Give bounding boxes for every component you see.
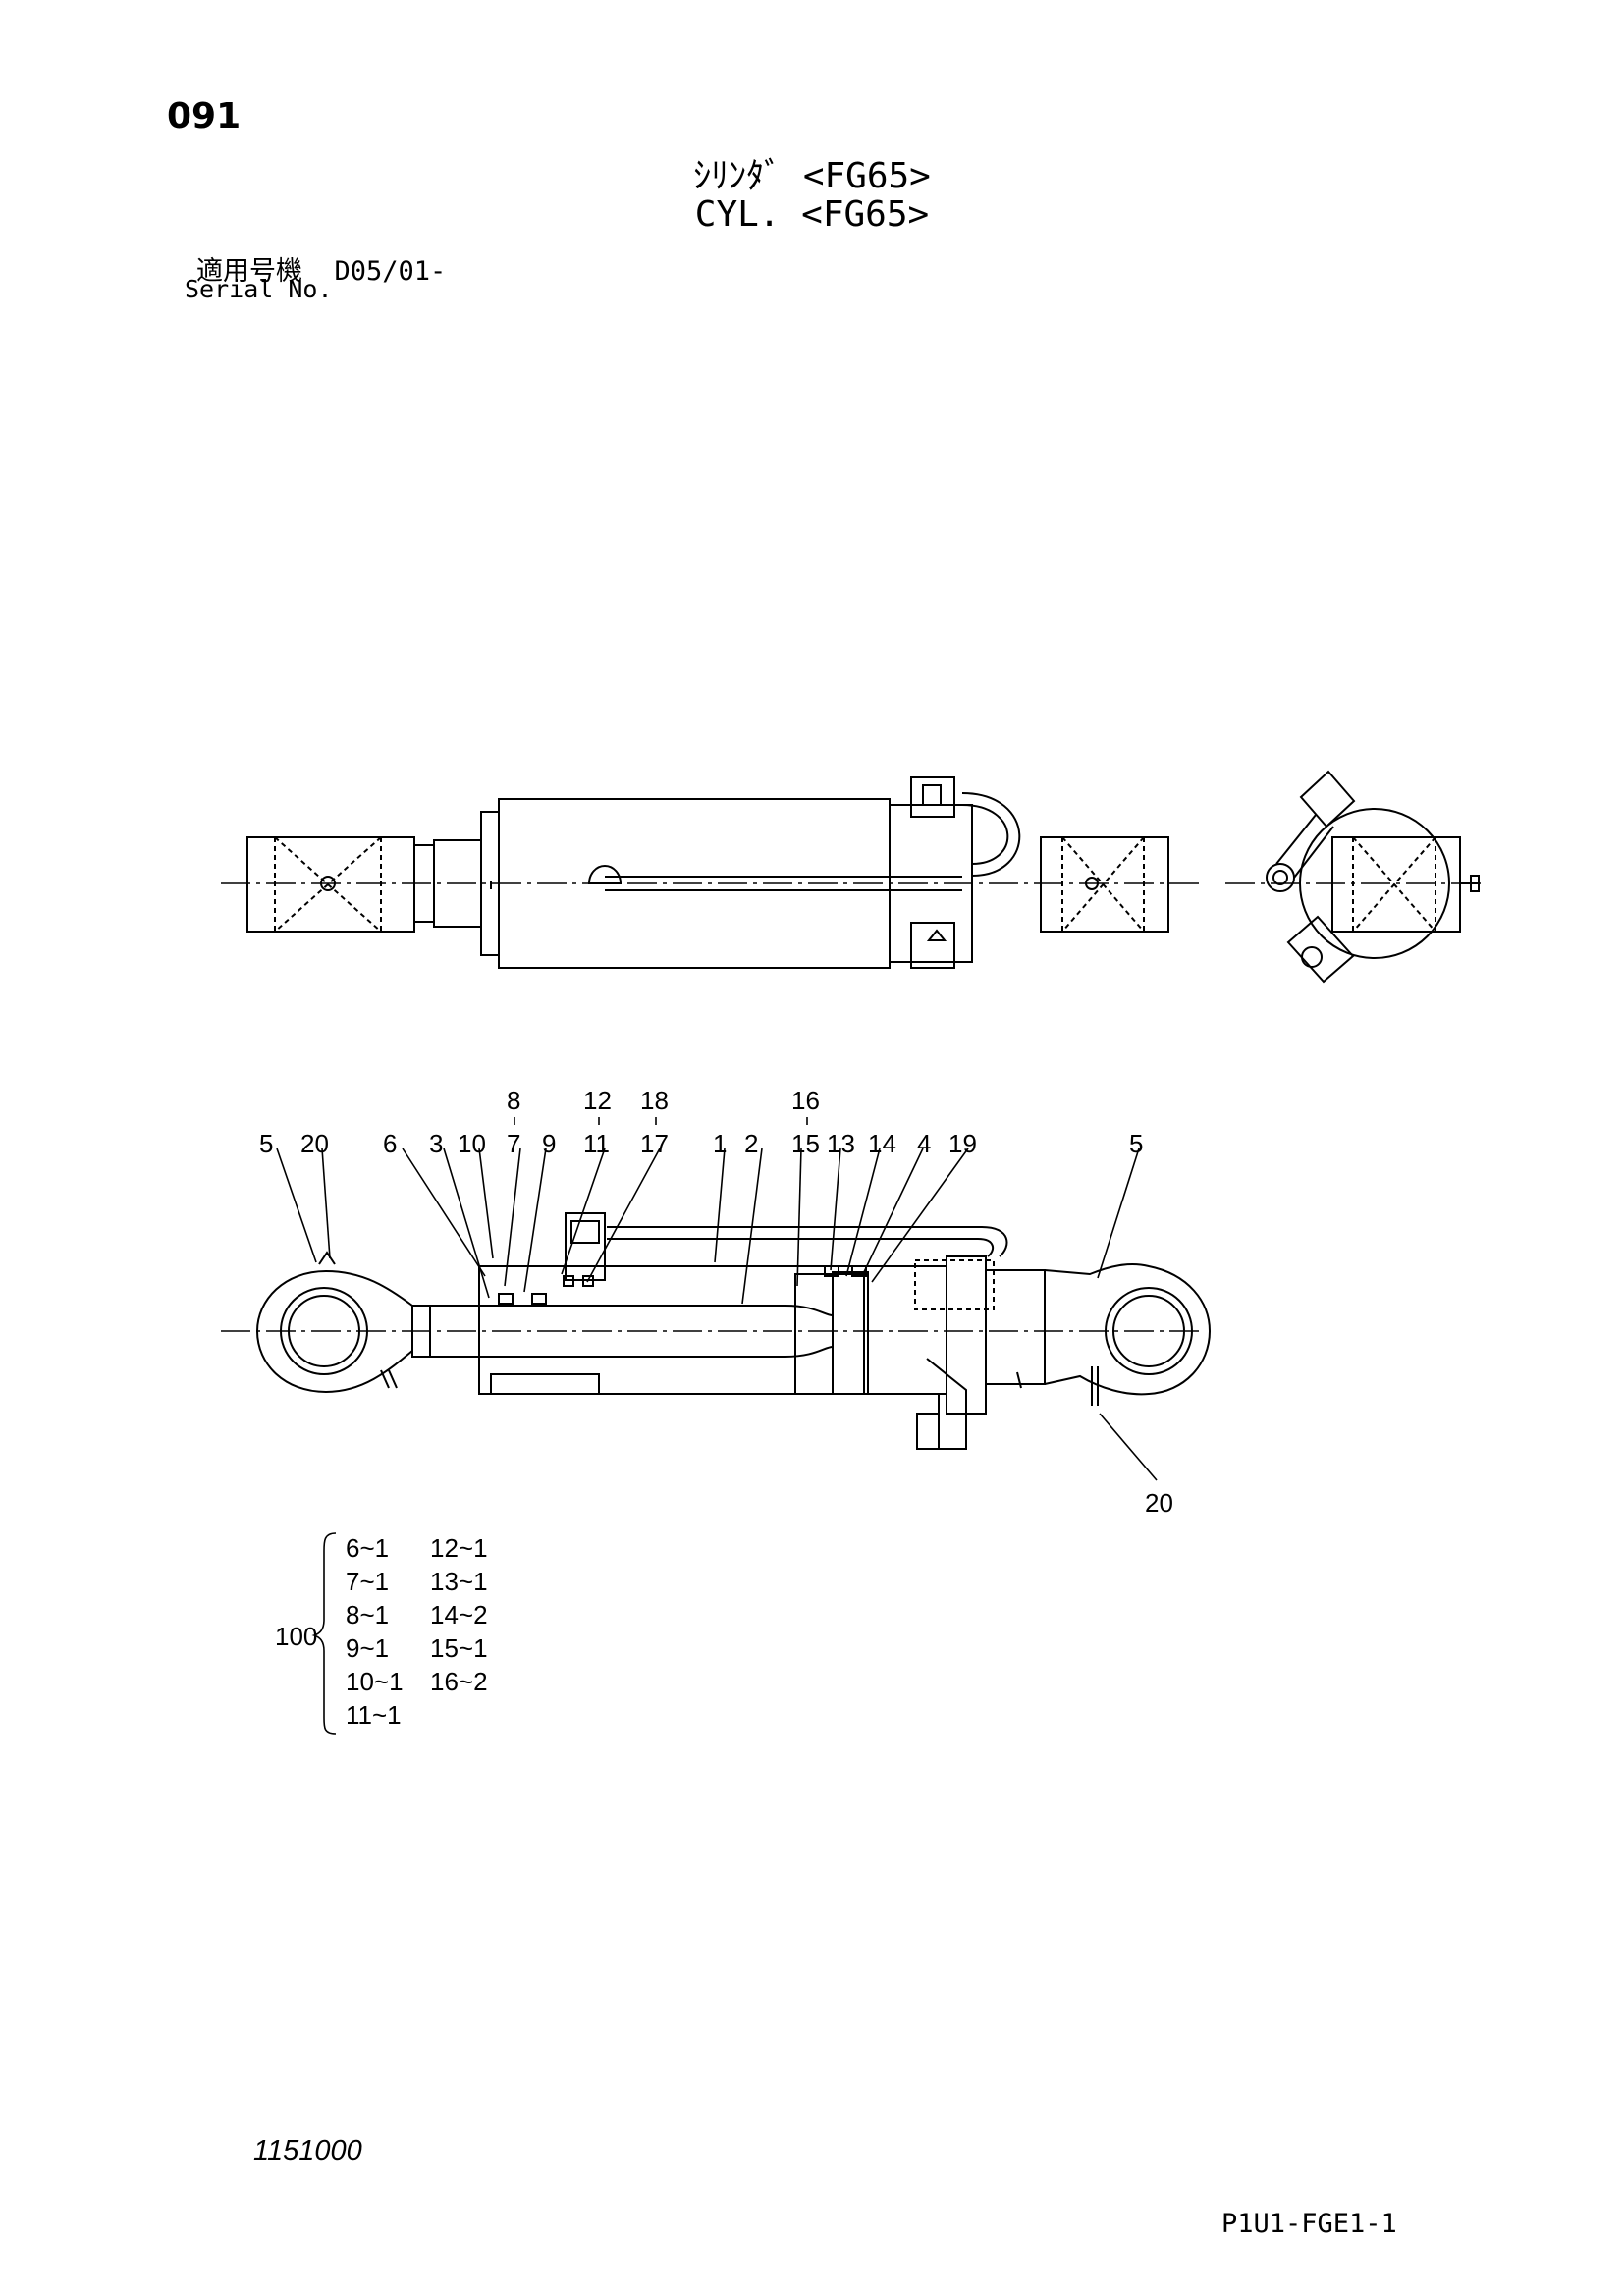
- sheet-code: P1U1-FGE1-1: [1221, 2209, 1397, 2239]
- callout-15: 15: [791, 1129, 820, 1158]
- callout-14: 14: [868, 1129, 896, 1158]
- callout-5-left: 5: [259, 1129, 273, 1158]
- title-english: CYL. <FG65>: [694, 194, 930, 235]
- callout-12: 12: [583, 1086, 612, 1115]
- callout-19: 19: [948, 1129, 977, 1158]
- callout-6: 6: [383, 1129, 397, 1158]
- title-japanese: ｼﾘﾝﾀﾞ <FG65>: [693, 156, 931, 196]
- callout-1: 1: [713, 1129, 727, 1158]
- callout-20-right: 20: [1145, 1488, 1173, 1518]
- callout-8: 8: [507, 1086, 520, 1115]
- kit-item: 10~1: [346, 1667, 404, 1696]
- callout-5-right: 5: [1129, 1129, 1143, 1158]
- end-view: [1225, 770, 1483, 984]
- callout-20-left: 20: [300, 1129, 329, 1158]
- kit-item: 7~1: [346, 1567, 389, 1596]
- callout-9: 9: [542, 1129, 556, 1158]
- callout-7: 7: [507, 1129, 520, 1158]
- kit-item: 14~2: [430, 1600, 488, 1629]
- kit-number: 100: [275, 1622, 317, 1651]
- callout-2: 2: [744, 1129, 758, 1158]
- kit-list: 100 6~1 7~1 8~1 9~1 10~1 11~1 12~1 13~1 …: [275, 1532, 488, 1735]
- callout-4: 4: [917, 1129, 931, 1158]
- page-number: 091: [167, 96, 242, 136]
- callout-10: 10: [458, 1129, 486, 1158]
- top-view: [221, 776, 1200, 969]
- callout-17: 17: [640, 1129, 669, 1158]
- kit-item: 15~1: [430, 1633, 488, 1663]
- kit-item: 9~1: [346, 1633, 389, 1663]
- callout-11: 11: [583, 1129, 610, 1158]
- kit-item: 16~2: [430, 1667, 488, 1696]
- callout-3: 3: [429, 1129, 443, 1158]
- callout-13: 13: [827, 1129, 855, 1158]
- serial-value: D05/01-: [334, 256, 447, 287]
- kit-item: 8~1: [346, 1600, 389, 1629]
- kit-item: 12~1: [430, 1533, 488, 1563]
- kit-item: 11~1: [346, 1700, 402, 1730]
- callout-18: 18: [640, 1086, 669, 1115]
- section-view: 5 20 6 3 10 8 7 9 12 11 18 17 1 2 16 15 …: [221, 1086, 1212, 1518]
- kit-item: 13~1: [430, 1567, 488, 1596]
- serial-label-jp: 適用号機: [196, 256, 302, 287]
- serial-label-row: 適用号機 D05/01-: [196, 249, 446, 288]
- drawing-number: 1151000: [253, 2135, 362, 2166]
- callout-16: 16: [791, 1086, 820, 1115]
- serial-label-en: Serial No.: [185, 275, 333, 303]
- kit-item: 6~1: [346, 1533, 389, 1563]
